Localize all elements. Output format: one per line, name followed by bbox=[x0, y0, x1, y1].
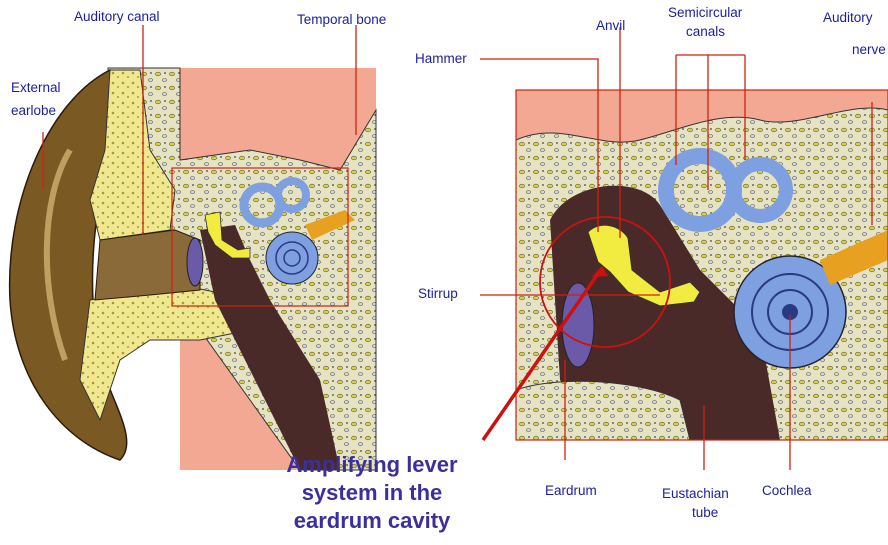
ear-cross-section bbox=[10, 68, 376, 470]
label-stirrup: Stirrup bbox=[418, 286, 458, 302]
label-auditory-nerve-line1: Auditory bbox=[823, 10, 873, 26]
caption: Amplifying lever system in the eardrum c… bbox=[248, 451, 496, 535]
label-cochlea: Cochlea bbox=[762, 483, 812, 499]
label-temporal-bone: Temporal bone bbox=[297, 12, 386, 28]
label-eustachian-line1: Eustachian bbox=[662, 486, 729, 502]
zoomed-inner-ear bbox=[516, 90, 888, 440]
label-eustachian-line2: tube bbox=[692, 505, 718, 521]
caption-line-1: Amplifying lever bbox=[248, 451, 496, 479]
cochlea-left bbox=[266, 232, 318, 284]
auditory-canal bbox=[95, 230, 200, 300]
label-semicircular-line1: Semicircular bbox=[668, 5, 742, 21]
label-hammer: Hammer bbox=[415, 51, 467, 67]
label-semicircular-line2: canals bbox=[686, 24, 725, 40]
label-external-earlobe-line2: earlobe bbox=[11, 103, 56, 117]
eardrum-left bbox=[187, 238, 203, 286]
caption-line-3: eardrum cavity bbox=[248, 507, 496, 535]
caption-line-2: system in the bbox=[248, 479, 496, 507]
label-auditory-nerve-line2: nerve bbox=[852, 42, 886, 58]
label-anvil: Anvil bbox=[596, 18, 625, 34]
label-external-earlobe-line1: External bbox=[11, 80, 61, 96]
label-auditory-canal: Auditory canal bbox=[74, 9, 160, 25]
label-eardrum: Eardrum bbox=[545, 483, 597, 499]
